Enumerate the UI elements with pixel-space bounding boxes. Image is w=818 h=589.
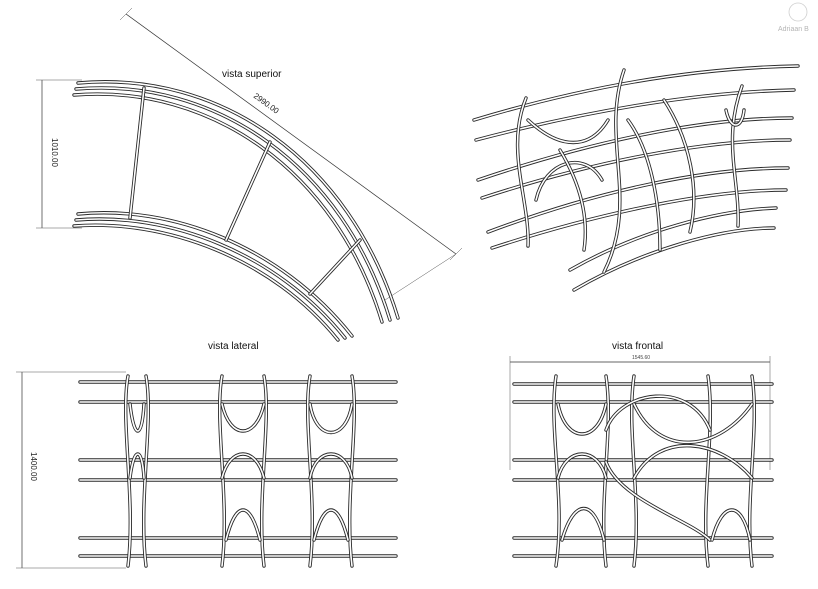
watermark: Adriaan B	[778, 2, 809, 33]
top-view-length-dimension: 2990.00	[119, 7, 463, 301]
top-view-title: vista superior	[222, 69, 282, 80]
watermark-author: Adriaan B	[778, 26, 809, 33]
side-view-height-dimension: 1400.00	[16, 371, 126, 569]
front-view-width-dimension: 1545.60	[509, 355, 771, 470]
side-view: vista lateral 1400.00	[16, 341, 398, 569]
top-view-depth-dimension: 1010.00	[36, 79, 82, 229]
logo-icon	[788, 2, 808, 22]
top-view-depth-label: 1010.00	[50, 138, 59, 167]
perspective-arches	[515, 68, 746, 274]
side-view-title: vista lateral	[208, 341, 259, 352]
perspective-view	[472, 64, 800, 292]
side-view-arches	[128, 402, 354, 542]
front-view: vista frontal 1545.60	[509, 341, 774, 568]
front-view-posts	[552, 374, 757, 568]
front-view-width-label: 1545.60	[632, 355, 650, 361]
top-view-inner-tubes	[72, 211, 354, 342]
top-view-length-label: 2990.00	[252, 91, 281, 116]
perspective-rails	[472, 64, 800, 292]
front-view-title: vista frontal	[612, 341, 663, 352]
side-view-horizontal-rails	[78, 380, 398, 558]
front-view-arches	[556, 394, 754, 542]
top-view: vista superior 1010.00 2990.00	[36, 7, 463, 342]
top-view-outer-tubes	[72, 80, 400, 324]
side-view-height-label: 1400.00	[29, 452, 38, 481]
side-view-posts	[123, 374, 357, 568]
top-view-cross-members	[128, 86, 362, 296]
